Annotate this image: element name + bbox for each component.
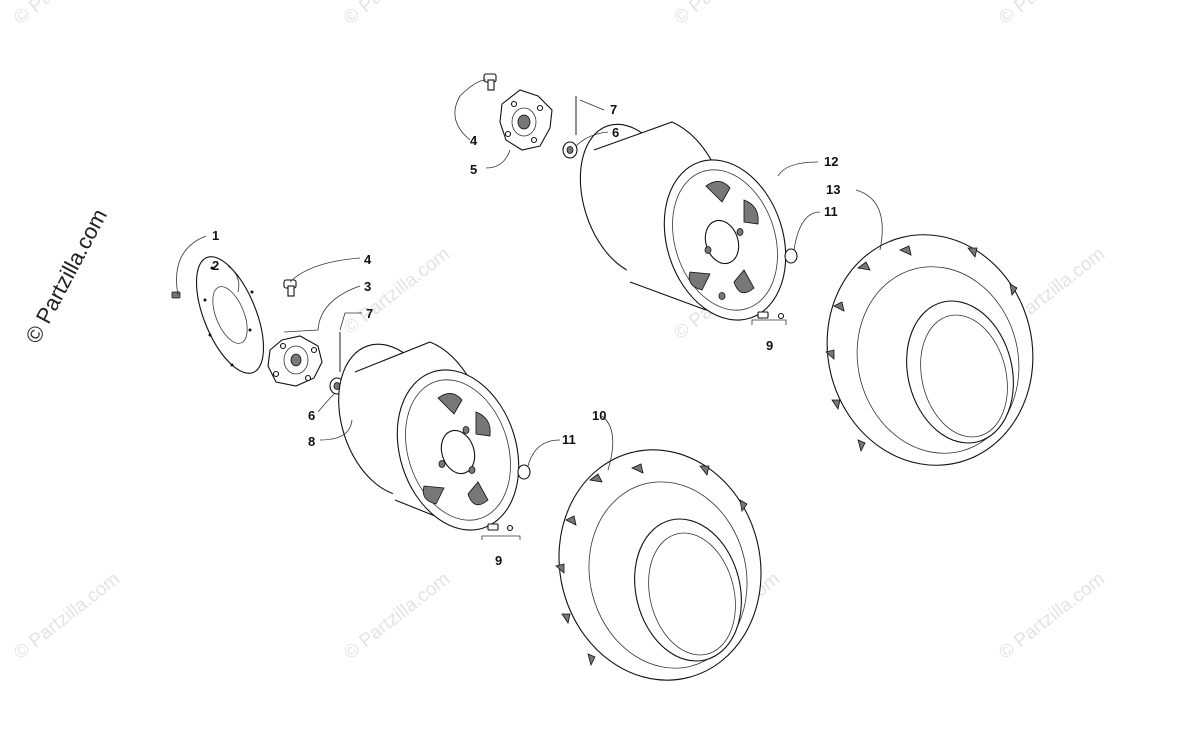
leader-lines: [176, 79, 883, 540]
castle-nut-rear: [562, 141, 578, 159]
callout-11-rear: 11: [824, 204, 838, 219]
hub-stud-rear: [483, 73, 497, 91]
wheel-rim-rear: [579, 121, 787, 321]
callout-6-front: 6: [308, 408, 315, 423]
watermark-side-text: © Partzilla.com: [20, 205, 112, 348]
watermark-text: © Partzilla.com: [670, 0, 784, 29]
callout-6-rear: 6: [612, 125, 619, 140]
callout-7-front: 7: [366, 306, 373, 321]
lug-nut-rear: [784, 248, 798, 264]
brake-disc: [195, 256, 265, 374]
callout-2: 2: [212, 258, 219, 273]
disc-bolt: [171, 291, 181, 299]
callout-9-front: 9: [495, 553, 502, 568]
callout-5: 5: [470, 162, 477, 177]
callout-4-front: 4: [364, 252, 372, 267]
watermark-text: © Partzilla.com: [10, 0, 124, 29]
tire-front: [555, 449, 762, 681]
callout-11-front: 11: [562, 432, 576, 447]
callout-3: 3: [364, 279, 371, 294]
callout-8: 8: [308, 434, 315, 449]
watermark-text: © Partzilla.com: [995, 0, 1109, 29]
hub-front: [267, 335, 323, 387]
callout-12: 12: [824, 154, 838, 169]
callout-4-rear: 4: [470, 133, 478, 148]
valve-stem-rear: [757, 311, 785, 320]
callout-labels: 1 2 3 4 4 5 6 6 7 7 8 9 9 10 11 11 12 13: [212, 102, 840, 568]
callout-1: 1: [212, 228, 219, 243]
callout-10: 10: [592, 408, 606, 423]
wheel-rim-front: [338, 341, 520, 531]
callout-9-rear: 9: [766, 338, 773, 353]
watermark-text: © Partzilla.com: [340, 0, 454, 29]
lug-nut-front: [517, 464, 531, 480]
watermark-text: © Partzilla.com: [10, 569, 124, 664]
hub-rear: [499, 89, 553, 151]
hub-stud-front: [283, 279, 297, 297]
watermark-text: © Partzilla.com: [995, 569, 1109, 664]
valve-stem-front: [487, 523, 514, 532]
callout-7-rear: 7: [610, 102, 617, 117]
watermark-text: © Partzilla.com: [340, 569, 454, 664]
tire-rear: [825, 234, 1034, 466]
callout-13: 13: [826, 182, 840, 197]
